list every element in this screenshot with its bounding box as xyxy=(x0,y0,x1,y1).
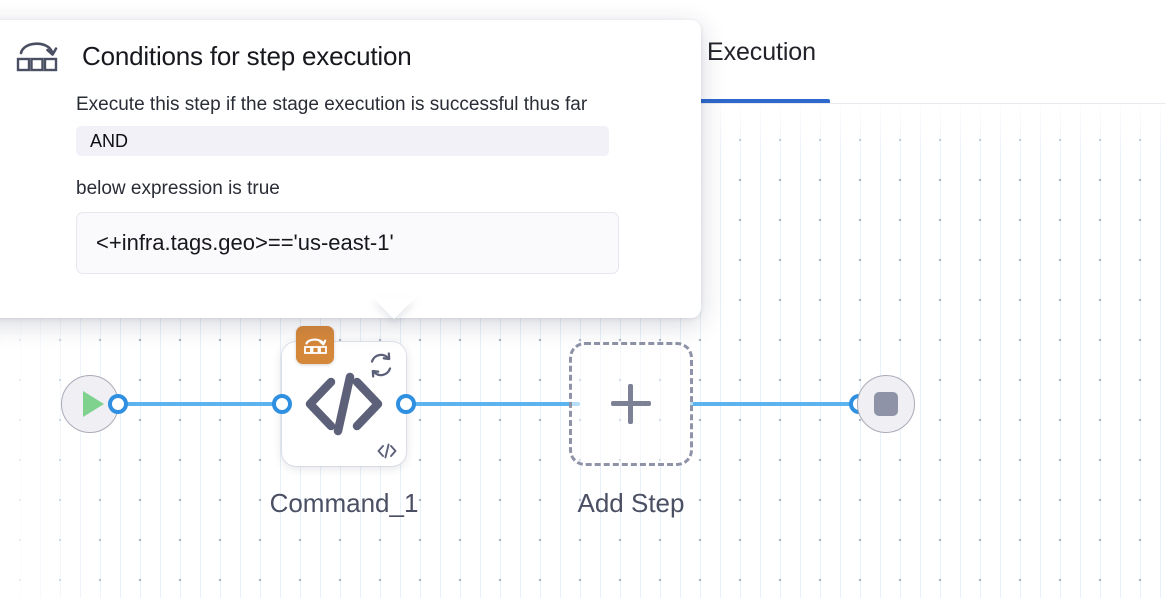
expression-description: below expression is true xyxy=(76,178,280,199)
command-node-input-port[interactable] xyxy=(272,394,292,414)
edge-command-to-addstep xyxy=(404,402,580,406)
conditions-popover: Conditions for step execution Execute th… xyxy=(0,20,701,318)
add-step-button[interactable] xyxy=(569,342,693,466)
code-icon xyxy=(282,342,406,466)
condition-description: Execute this step if the stage execution… xyxy=(76,94,588,115)
command-node-output-port[interactable] xyxy=(396,394,416,414)
command-script-icon xyxy=(296,326,334,364)
step-node-label: Command_1 xyxy=(269,488,419,518)
operator-field[interactable]: AND xyxy=(76,126,609,156)
play-icon xyxy=(82,391,104,417)
end-node[interactable] xyxy=(857,375,915,433)
popover-header: Conditions for step execution xyxy=(14,36,665,76)
start-node-output-port[interactable] xyxy=(108,394,128,414)
expression-field[interactable]: <+infra.tags.geo>=='us-east-1' xyxy=(76,212,619,274)
loop-retry-icon[interactable] xyxy=(364,348,398,382)
stop-icon xyxy=(874,392,898,416)
step-node-command[interactable] xyxy=(282,326,406,466)
popover-title: Conditions for step execution xyxy=(82,40,412,71)
command-script-icon xyxy=(14,36,60,76)
edge-addstep-to-end xyxy=(690,402,868,406)
popover-pointer xyxy=(372,297,416,319)
add-step-label: Add Step xyxy=(577,488,685,518)
code-small-icon xyxy=(376,442,398,460)
tab-execution-label: Execution xyxy=(707,37,816,66)
edge-start-to-command xyxy=(118,402,290,406)
tab-execution[interactable]: Execution xyxy=(617,0,864,103)
plus-icon xyxy=(611,384,651,424)
